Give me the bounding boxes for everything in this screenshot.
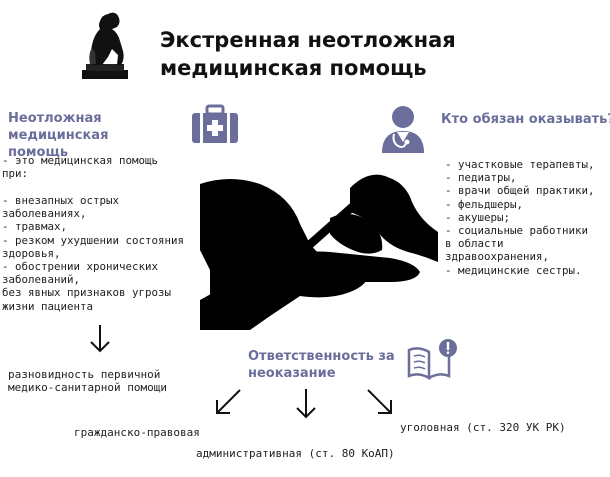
title-line-1: Экстренная неотложная [160, 28, 456, 52]
urgent-care-definition: - это медицинская помощь при: [2, 154, 159, 181]
first-aid-kit-icon [190, 104, 240, 144]
arrow-down-center-icon [294, 388, 318, 420]
urgent-care-conditions: - внезапных острых заболеваниях, - травм… [2, 194, 185, 313]
thinker-statue-icon [78, 8, 134, 80]
urgent-care-heading-line-2: помощь [8, 145, 69, 160]
providers-list: - участковые терапевты, - педиатры, - вр… [445, 158, 595, 277]
care-kind-text: разновидность первичной медико-санитарно… [8, 368, 167, 395]
title-line-2: медицинская помощь [160, 56, 427, 80]
injection-silhouette [200, 158, 438, 330]
civil-liability-text: гражданско-правовая [74, 426, 200, 439]
responsibility-heading: Ответственность за неоказание [248, 348, 408, 382]
criminal-liability-text: уголовная (ст. 320 УК РК) [400, 421, 566, 434]
urgent-care-heading: Неотложная медицинская помощь [8, 110, 198, 161]
urgent-care-heading-line-1: Неотложная медицинская [8, 111, 109, 143]
book-warning-icon [406, 338, 458, 380]
responsibility-heading-line-2: неоказание [248, 366, 336, 381]
arrow-down-right-icon [366, 388, 394, 416]
arrow-down-left-icon [214, 388, 242, 416]
administrative-liability-text: административная (ст. 80 КоАП) [196, 447, 395, 460]
doctor-icon [380, 104, 426, 154]
responsibility-heading-line-1: Ответственность за [248, 349, 395, 364]
page-title: Экстренная неотложная медицинская помощь [160, 26, 480, 82]
arrow-down-icon [88, 324, 112, 354]
who-must-provide-heading: Кто обязан оказывать? [441, 112, 610, 127]
